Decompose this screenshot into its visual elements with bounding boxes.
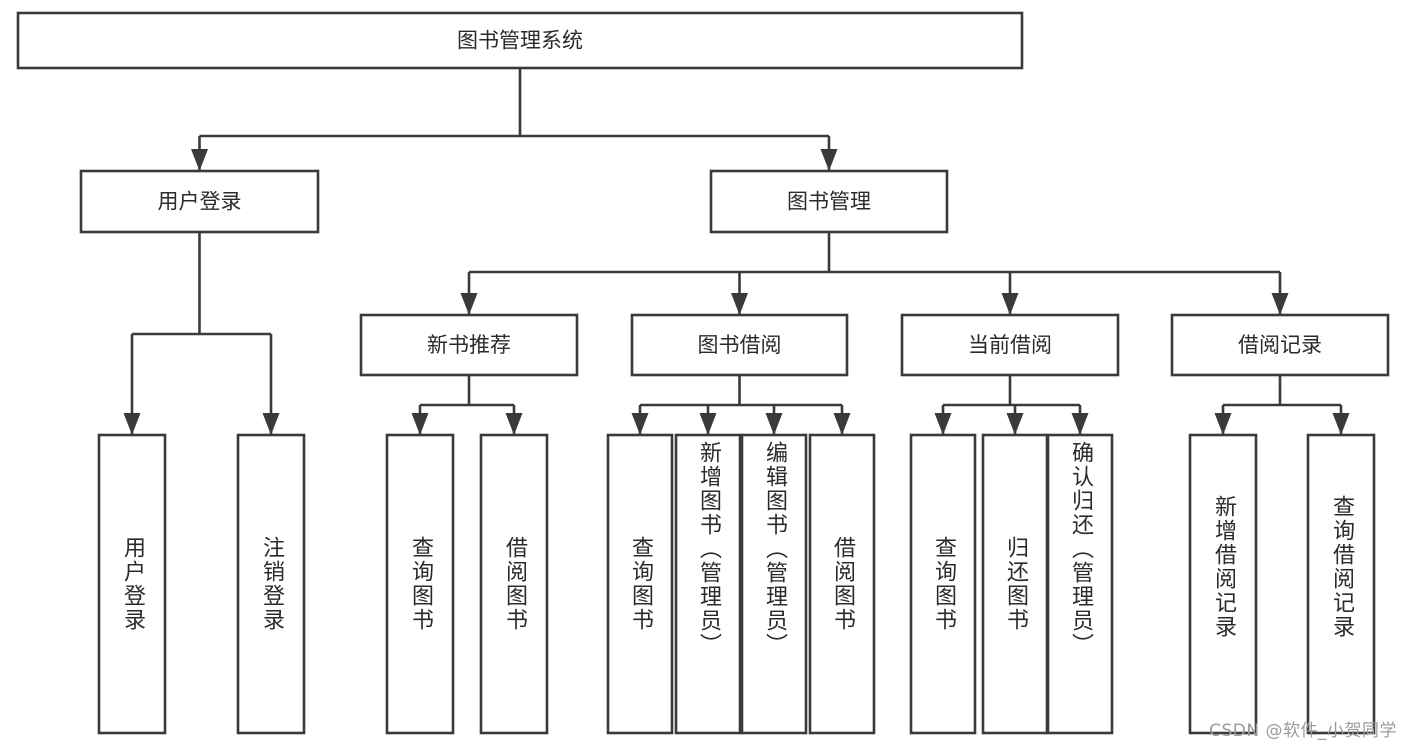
level3-node-label-1: 图书借阅 bbox=[698, 333, 782, 357]
arrow-head-icon-leaf-2-0 bbox=[934, 413, 952, 435]
arrow-head-icon-level3-2 bbox=[1001, 293, 1019, 315]
watermark-text: CSDN @软件_小贺同学 bbox=[1209, 721, 1397, 741]
connector-lines bbox=[123, 68, 1350, 435]
leaf-node-box-3[interactable] bbox=[479, 433, 549, 735]
arrow-head-icon-leaf-1-3 bbox=[833, 413, 851, 435]
arrow-head-icon-user-leaf-0 bbox=[123, 413, 141, 435]
arrow-head-icon-leaf-2-1 bbox=[1006, 413, 1024, 435]
arrow-head-icon-leaf-3-0 bbox=[1214, 413, 1232, 435]
level2-node-box-0[interactable] bbox=[79, 169, 320, 234]
level3-node-box-3[interactable] bbox=[1170, 313, 1390, 377]
arrow-head-icon-leaf-1-2 bbox=[765, 413, 783, 435]
level2-node-box-1[interactable] bbox=[709, 169, 949, 234]
arrow-head-icon-level2-1 bbox=[820, 149, 838, 171]
leaf-node-box-4[interactable] bbox=[606, 433, 674, 735]
arrow-head-icon-level3-1 bbox=[731, 293, 748, 315]
arrow-head-icon-leaf-1-1 bbox=[699, 413, 717, 435]
leaf-node-box-0[interactable] bbox=[97, 433, 167, 735]
arrow-head-icon-leaf-3-1 bbox=[1332, 413, 1350, 435]
level2-node-label-1: 图书管理 bbox=[787, 190, 871, 214]
arrow-head-icon-leaf-0-1 bbox=[505, 413, 523, 435]
leaf-node-box-2[interactable] bbox=[385, 433, 455, 735]
arrow-head-icon-leaf-2-2 bbox=[1071, 413, 1089, 435]
arrow-head-icon-leaf-0-0 bbox=[411, 413, 429, 435]
level2-node-label-0: 用户登录 bbox=[158, 190, 242, 214]
level3-node-box-2[interactable] bbox=[900, 313, 1120, 377]
leaf-node-box-5[interactable] bbox=[674, 433, 742, 735]
leaf-node-box-11[interactable] bbox=[1188, 433, 1258, 735]
level3-node-box-1[interactable] bbox=[630, 313, 849, 377]
arrow-head-icon-level3-3 bbox=[1271, 293, 1289, 315]
leaf-node-box-9[interactable] bbox=[981, 433, 1049, 735]
level3-node-box-0[interactable] bbox=[359, 313, 579, 377]
leaf-node-box-6[interactable] bbox=[740, 433, 808, 735]
leaf-node-box-10[interactable] bbox=[1046, 433, 1114, 735]
leaf-node-box-12[interactable] bbox=[1306, 433, 1376, 735]
leaf-node-box-1[interactable] bbox=[236, 433, 306, 735]
root-node-box[interactable] bbox=[16, 11, 1024, 70]
root-node-label: 图书管理系统 bbox=[457, 29, 583, 53]
level3-node-label-2: 当前借阅 bbox=[968, 333, 1052, 357]
arrow-head-icon-level3-0 bbox=[460, 293, 478, 315]
level3-node-label-3: 借阅记录 bbox=[1238, 333, 1322, 357]
leaf-node-box-7[interactable] bbox=[808, 433, 876, 735]
arrow-head-icon-user-leaf-1 bbox=[262, 413, 280, 435]
arrow-head-icon-level2-0 bbox=[191, 149, 208, 171]
node-boxes bbox=[16, 11, 1390, 735]
level3-node-label-0: 新书推荐 bbox=[427, 333, 511, 357]
arrow-head-icon-leaf-1-0 bbox=[631, 413, 649, 435]
leaf-node-box-8[interactable] bbox=[909, 433, 977, 735]
